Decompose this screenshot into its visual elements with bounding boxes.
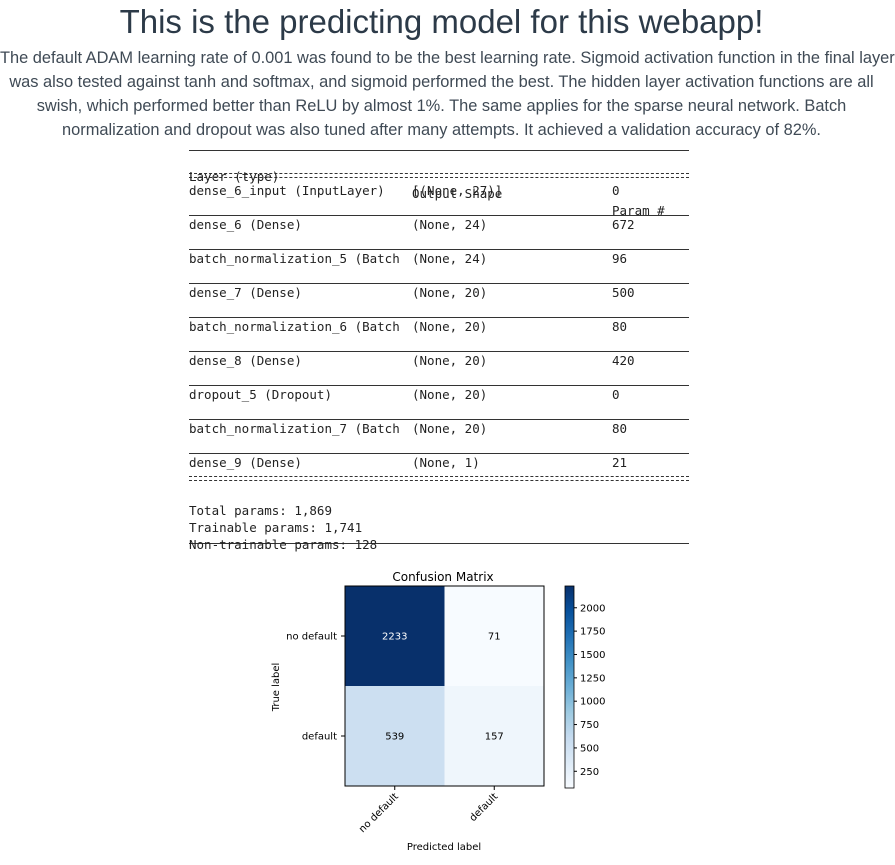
intro-line: The default ADAM learning rate of 0.001 …	[0, 49, 895, 67]
matrix-cell-value: 2233	[382, 632, 407, 643]
summary-cell-layer: dense_8 (Dense)	[189, 353, 302, 368]
summary-cell-shape: (None, 20)	[412, 387, 488, 402]
confusion-matrix-svg: Confusion Matrix 2233 71 539 157 no default…	[271, 570, 605, 853]
summary-row-divider	[189, 385, 689, 386]
summary-cell-layer: batch_normalization_7 (Batch	[189, 421, 400, 436]
non-trainable-params-label: Non-trainable params: 128	[189, 537, 378, 552]
total-params-label: Total params: 1,869	[189, 503, 332, 518]
summary-row: dropout_5 (Dropout) (None, 20) 0	[189, 386, 689, 403]
matrix-cell-value: 71	[488, 632, 501, 643]
summary-cell-layer: dropout_5 (Dropout)	[189, 387, 332, 402]
summary-cell-layer: batch_normalization_5 (Batch	[189, 251, 400, 266]
summary-cell-params: 0	[612, 387, 620, 402]
summary-cell-params: 80	[612, 319, 628, 334]
summary-cell-shape: (None, 1)	[412, 455, 480, 470]
summary-cell-shape: (None, 20)	[412, 319, 488, 334]
summary-row: dense_7 (Dense) (None, 20) 500	[189, 284, 689, 301]
non-trainable-params: Non-trainable params: 128	[189, 519, 689, 552]
colorbar-tick-label: 1000	[580, 697, 605, 708]
x-tick-label: no default	[357, 791, 401, 835]
header-layer: Layer (type)	[189, 169, 280, 184]
matrix-cell	[444, 586, 544, 686]
summary-rule	[189, 150, 689, 151]
summary-cell-layer: dense_9 (Dense)	[189, 455, 302, 470]
summary-rule	[189, 543, 689, 544]
matrix-cell-value: 539	[385, 732, 404, 743]
summary-row-divider	[189, 453, 689, 454]
summary-row-divider	[189, 283, 689, 284]
x-axis-label: Predicted label	[407, 842, 481, 853]
summary-row: dense_9 (Dense) (None, 1) 21	[189, 454, 689, 471]
colorbar-tick-label: 2000	[580, 603, 605, 614]
colorbar	[564, 585, 575, 789]
summary-cell-shape: (None, 24)	[412, 217, 488, 232]
y-axis-label: True label	[271, 663, 282, 713]
summary-cell-params: 96	[612, 251, 628, 266]
confusion-matrix-chart: Confusion Matrix 2233 71 539 157 no default…	[260, 566, 640, 860]
matrix-frame	[344, 585, 545, 787]
intro-line: swish, which performed better than ReLU …	[36, 97, 847, 115]
matrix-cell	[444, 686, 544, 786]
page-title: This is the predicting model for this we…	[119, 3, 764, 40]
summary-row-divider	[189, 249, 689, 250]
summary-row: batch_normalization_5 (Batch (None, 24) 96	[189, 250, 689, 267]
summary-cell-layer: dense_6_input (InputLayer)	[189, 183, 385, 198]
trainable-params: Trainable params: 1,741	[189, 502, 689, 535]
header-shape: Output Shape	[412, 186, 503, 201]
summary-cell-params: 500	[612, 285, 635, 300]
colorbar-tick-label: 1250	[580, 673, 605, 684]
summary-row-divider	[189, 317, 689, 318]
summary-row: batch_normalization_7 (Batch (None, 20) 80	[189, 420, 689, 437]
summary-row-divider	[189, 419, 689, 420]
colorbar-tick-label: 750	[580, 720, 599, 731]
trainable-params-label: Trainable params: 1,741	[189, 520, 363, 535]
colorbar-tick-label: 1500	[580, 650, 605, 661]
summary-cell-params: 420	[612, 353, 635, 368]
summary-row: dense_8 (Dense) (None, 20) 420	[189, 352, 689, 369]
matrix-cell	[345, 686, 445, 786]
summary-cell-layer: dense_6 (Dense)	[189, 217, 302, 232]
summary-cell-params: 21	[612, 455, 628, 470]
summary-double-rule	[189, 476, 689, 481]
summary-row-divider	[189, 351, 689, 352]
summary-row-divider	[189, 215, 689, 216]
model-summary: Layer (type) Output Shape Param # dense_…	[189, 150, 689, 552]
header-params: Param #	[612, 203, 665, 218]
summary-row: dense_6 (Dense) (None, 24) 672	[189, 216, 689, 233]
total-params: Total params: 1,869	[189, 485, 689, 518]
intro-paragraph: The default ADAM learning rate of 0.001 …	[0, 46, 895, 142]
matrix-cell-value: 157	[485, 732, 504, 743]
summary-cell-params: 0	[612, 183, 620, 198]
summary-cell-shape: (None, 24)	[412, 251, 488, 266]
summary-cell-shape: (None, 20)	[412, 421, 488, 436]
colorbar-tick-label: 1750	[580, 627, 605, 638]
summary-double-rule	[189, 173, 689, 178]
summary-cell-params: 80	[612, 421, 628, 436]
colorbar-tick-label: 500	[580, 743, 599, 754]
summary-row: batch_normalization_6 (Batch (None, 20) 80	[189, 318, 689, 335]
summary-cell-layer: dense_7 (Dense)	[189, 285, 302, 300]
chart-title: Confusion Matrix	[392, 570, 493, 584]
matrix-cell	[345, 586, 445, 686]
colorbar-tick-label: 250	[580, 767, 599, 778]
intro-line: normalization and dropout was also tuned…	[62, 121, 821, 139]
summary-cell-layer: batch_normalization_6 (Batch	[189, 319, 400, 334]
summary-cell-shape: [(None, 27)]	[412, 183, 503, 198]
summary-row: dense_6_input (InputLayer) [(None, 27)] 0	[189, 182, 689, 199]
summary-cell-params: 672	[612, 217, 635, 232]
summary-cell-shape: (None, 20)	[412, 353, 488, 368]
summary-header-row: Layer (type) Output Shape Param #	[189, 151, 689, 218]
y-tick-label: default	[302, 732, 337, 743]
summary-cell-shape: (None, 20)	[412, 285, 488, 300]
intro-line: was also tested against tanh and softmax…	[9, 73, 874, 91]
x-tick-label: default	[468, 791, 501, 824]
y-tick-label: no default	[286, 632, 337, 643]
